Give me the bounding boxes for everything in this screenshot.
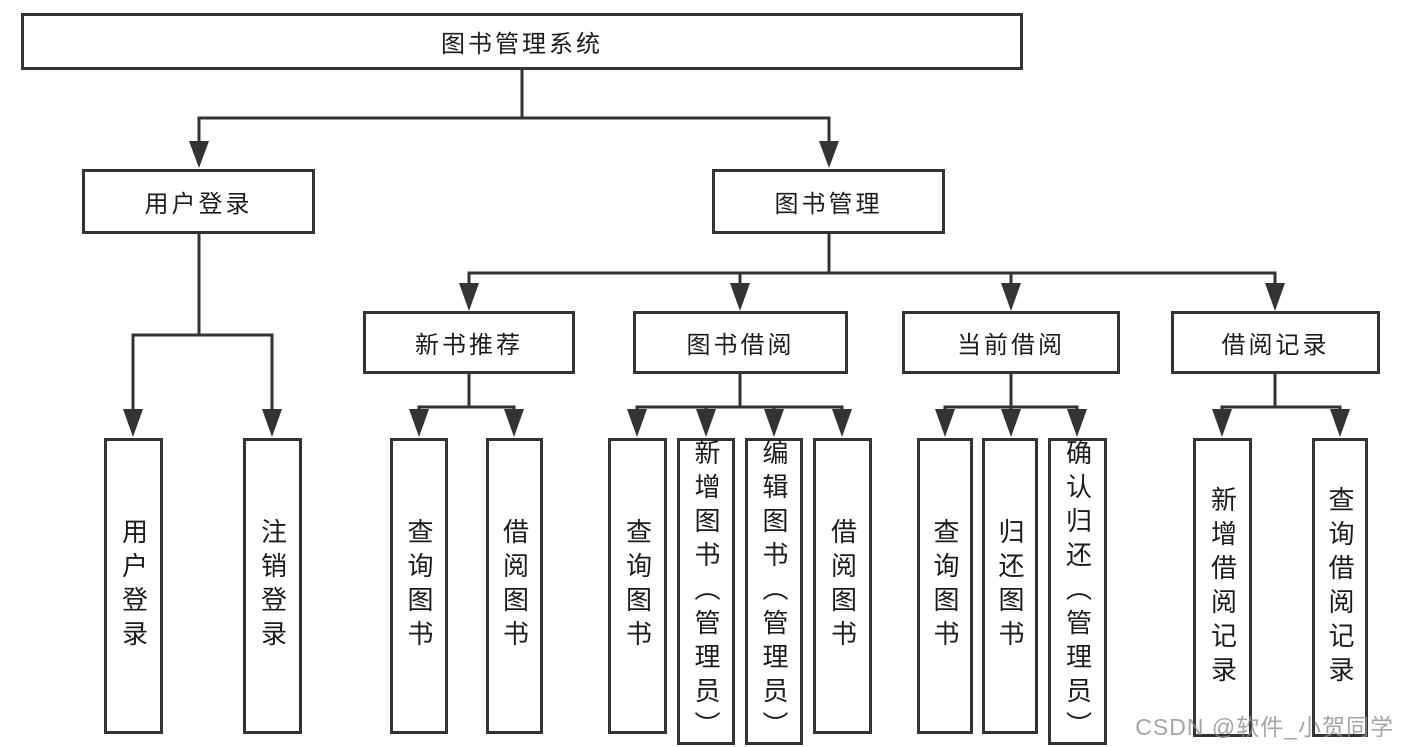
leaf-add-book-admin: 新增图书（管理员） <box>677 438 735 745</box>
leaf-label: 注销登录 <box>257 518 288 654</box>
leaf-label: 确认归还（管理员） <box>1062 438 1093 745</box>
edge-new-book-recommend-children <box>409 374 524 437</box>
node-label: 新书推荐 <box>415 332 523 359</box>
leaf-add-borrow-record: 新增借阅记录 <box>1193 438 1252 737</box>
leaf-label: 查询借阅记录 <box>1325 485 1355 690</box>
edge-current-borrow-children <box>935 374 1087 437</box>
leaf-query-books-3: 查询图书 <box>917 438 973 734</box>
watermark: CSDN @软件_小贺同学 <box>1135 714 1394 740</box>
node-label: 图书借阅 <box>686 332 795 359</box>
node-label: 图书管理系统 <box>441 31 603 58</box>
leaf-query-books-1: 查询图书 <box>390 438 448 734</box>
leaf-edit-book-admin: 编辑图书（管理员） <box>745 438 803 745</box>
node-book-management-system: 图书管理系统 <box>21 13 1023 70</box>
edge-book-management-children <box>459 234 1285 311</box>
leaf-return-book: 归还图书 <box>982 438 1038 734</box>
leaf-label: 编辑图书（管理员） <box>759 438 789 745</box>
node-label: 图书管理 <box>774 191 883 218</box>
leaf-borrow-books-1: 借阅图书 <box>486 438 543 734</box>
leaf-confirm-return-admin: 确认归还（管理员） <box>1048 438 1107 745</box>
leaf-label: 用户登录 <box>118 518 149 654</box>
leaf-label: 查询图书 <box>930 518 960 654</box>
leaf-label: 查询图书 <box>622 518 653 654</box>
leaf-borrow-books-2: 借阅图书 <box>813 438 872 734</box>
leaf-label: 借阅图书 <box>499 518 530 654</box>
leaf-label: 查询图书 <box>404 518 434 654</box>
node-new-book-recommend: 新书推荐 <box>363 311 575 374</box>
edge-user-login-children <box>123 234 282 437</box>
leaf-user-login: 用户登录 <box>104 438 163 734</box>
node-book-borrow: 图书借阅 <box>633 311 848 374</box>
leaf-logout: 注销登录 <box>243 438 302 734</box>
node-label: 用户登录 <box>144 191 253 218</box>
leaf-label: 新增借阅记录 <box>1207 485 1238 690</box>
leaf-query-borrow-record: 查询借阅记录 <box>1312 438 1368 737</box>
edge-book-borrow-children <box>627 374 852 437</box>
edge-borrow-records-children <box>1212 374 1350 437</box>
node-label: 当前借阅 <box>957 332 1065 359</box>
node-label: 借阅记录 <box>1221 332 1330 359</box>
edge-root-to-level2 <box>189 70 839 168</box>
leaf-label: 归还图书 <box>995 518 1025 654</box>
leaf-label: 新增图书（管理员） <box>691 438 721 745</box>
node-borrow-records: 借阅记录 <box>1171 311 1380 374</box>
leaf-query-books-2: 查询图书 <box>608 438 667 734</box>
node-book-management: 图书管理 <box>712 169 945 234</box>
node-current-borrow: 当前借阅 <box>902 311 1120 374</box>
leaf-label: 借阅图书 <box>827 518 858 654</box>
node-user-login: 用户登录 <box>82 169 315 234</box>
